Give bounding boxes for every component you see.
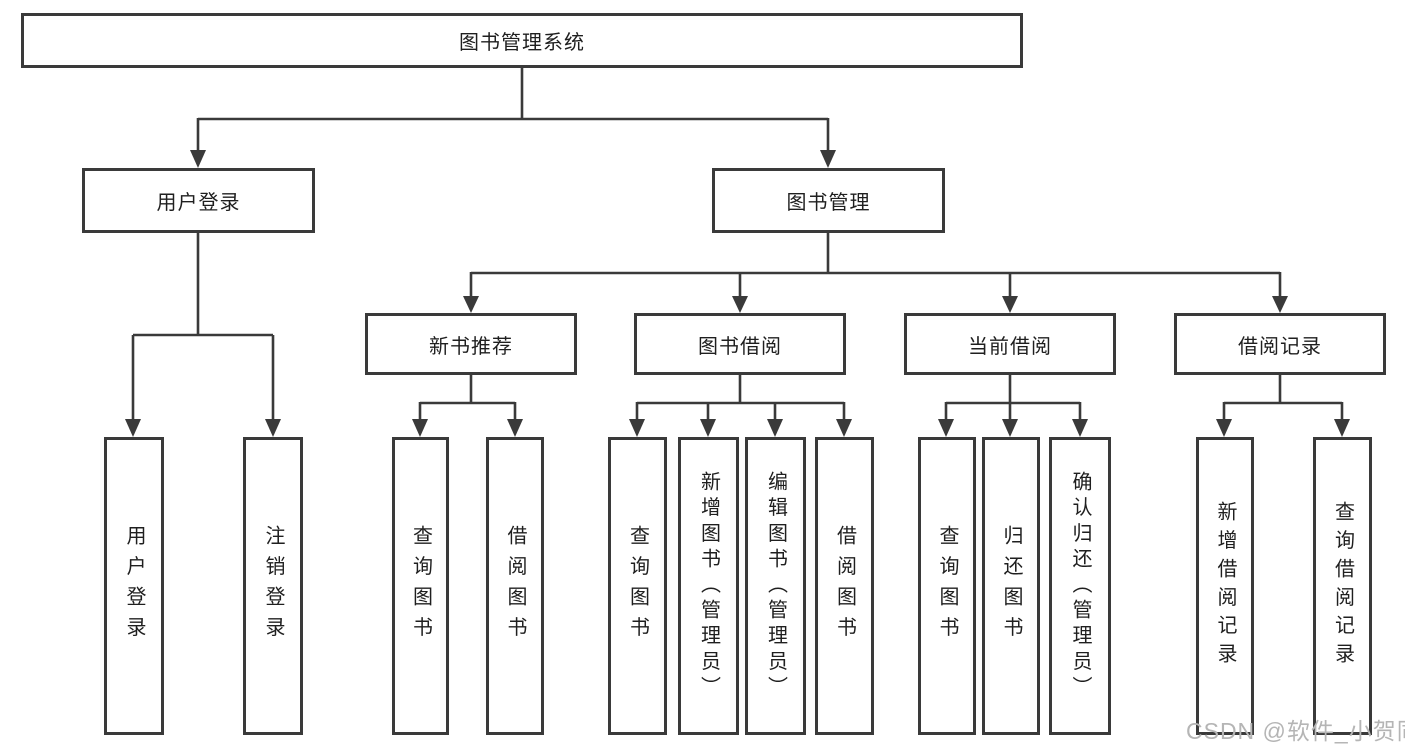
node-book-management-label: 图书管理 — [786, 192, 871, 214]
node-root-library-system: 图书管理系统 — [21, 13, 1023, 68]
node-book-borrow-label: 图书借阅 — [698, 335, 782, 358]
connector-root-to-level2 — [196, 68, 830, 152]
leaf-add-borrow-record: 新增借阅记录 — [1196, 437, 1254, 735]
leaf-user-login-label: 用户登录 — [123, 525, 145, 647]
leaf-newbook-borrow-books: 借阅图书 — [486, 437, 544, 735]
connector-bookmgmt-to-level3 — [469, 233, 1282, 297]
leaf-logout: 注销登录 — [243, 437, 303, 735]
leaf-return-books-label: 归还图书 — [1000, 525, 1022, 647]
leaf-current-query-books: 查询图书 — [918, 437, 976, 735]
node-new-book-recommend: 新书推荐 — [365, 313, 577, 375]
node-new-book-recommend-label: 新书推荐 — [429, 335, 513, 358]
leaf-return-books: 归还图书 — [982, 437, 1040, 735]
leaf-confirm-return-admin: 确认归还（管理员） — [1049, 437, 1111, 735]
leaf-borrow-books: 借阅图书 — [815, 437, 874, 735]
leaf-add-books-admin: 新增图书（管理员） — [678, 437, 739, 735]
leaf-borrow-books-label: 借阅图书 — [833, 525, 856, 647]
node-borrow-record: 借阅记录 — [1174, 313, 1386, 375]
node-user-login: 用户登录 — [82, 168, 315, 233]
leaf-borrow-query-books-label: 查询图书 — [626, 525, 649, 647]
leaf-user-login: 用户登录 — [104, 437, 164, 735]
leaf-borrow-query-books: 查询图书 — [608, 437, 667, 735]
node-book-borrow: 图书借阅 — [634, 313, 846, 375]
leaf-add-borrow-record-label: 新增借阅记录 — [1214, 500, 1236, 672]
leaf-confirm-return-admin-label: 确认归还（管理员） — [1069, 470, 1091, 702]
leaf-edit-books-admin: 编辑图书（管理员） — [745, 437, 806, 735]
connector-newbook-group — [418, 375, 517, 421]
leaf-newbook-query-books: 查询图书 — [392, 437, 449, 735]
node-current-borrow-label: 当前借阅 — [968, 335, 1052, 358]
leaf-newbook-borrow-books-label: 借阅图书 — [504, 525, 526, 647]
leaf-edit-books-admin-label: 编辑图书（管理员） — [764, 470, 787, 702]
node-book-management: 图书管理 — [712, 168, 945, 233]
node-root-label: 图书管理系统 — [459, 32, 585, 54]
connector-currentborrow-group — [944, 375, 1082, 421]
node-borrow-record-label: 借阅记录 — [1238, 335, 1322, 358]
node-user-login-label: 用户登录 — [156, 192, 241, 214]
leaf-current-query-books-label: 查询图书 — [936, 525, 958, 647]
leaf-logout-label: 注销登录 — [262, 525, 284, 647]
connector-borrowrecord-group — [1222, 375, 1344, 421]
leaf-query-borrow-record: 查询借阅记录 — [1313, 437, 1372, 735]
csdn-watermark: CSDN @软件_小贺同学 — [1186, 718, 1405, 744]
connector-bookborrow-group — [635, 375, 846, 421]
leaf-add-books-admin-label: 新增图书（管理员） — [697, 470, 720, 702]
node-current-borrow: 当前借阅 — [904, 313, 1116, 375]
connector-userlogin-to-leaves — [131, 233, 275, 420]
leaf-newbook-query-books-label: 查询图书 — [409, 525, 432, 647]
leaf-query-borrow-record-label: 查询借阅记录 — [1331, 500, 1354, 672]
